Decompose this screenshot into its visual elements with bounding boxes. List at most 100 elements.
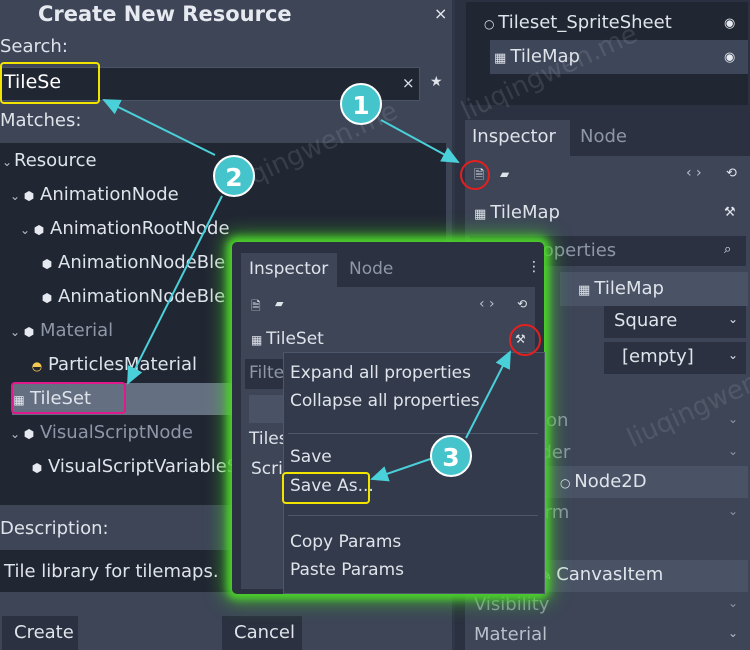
collapse-arrow-icon[interactable]: ⌄ xyxy=(20,223,31,237)
popup-tab-inspector[interactable]: Inspector xyxy=(249,259,329,279)
popup-object-name: ▦ TileSet xyxy=(251,329,324,349)
section-tilemap-header[interactable] xyxy=(560,272,748,306)
section-node2d-header[interactable] xyxy=(546,466,748,498)
resource-icon: ⬢ xyxy=(41,291,53,305)
section-tilemap-label: ▦ TileMap xyxy=(578,278,664,299)
scene-node-selected-bg xyxy=(490,40,748,74)
popup-filter-fragment: Filte xyxy=(249,363,285,383)
tree-item-animationrootnode[interactable]: ⌄⬢AnimationRootNode xyxy=(20,213,230,245)
menu-item-paste-params[interactable]: Paste Params xyxy=(290,560,405,580)
collapse-arrow-icon[interactable]: ⌄ xyxy=(10,325,21,339)
section-canvasitem-label: ✎ CanvasItem xyxy=(540,564,664,585)
open-folder-icon[interactable]: ▰ xyxy=(275,297,284,310)
tilemap-icon: ▦ xyxy=(494,51,511,66)
node-circle-icon: ○ xyxy=(560,476,575,490)
search-icon: ⌕ xyxy=(724,242,732,257)
mode-dropdown[interactable] xyxy=(604,306,746,338)
tileset-resource-picker[interactable] xyxy=(604,342,746,374)
mode-value: Square xyxy=(614,310,678,331)
tree-item-material[interactable]: ⌄⬢Material xyxy=(10,315,113,347)
resource-icon: ⬢ xyxy=(23,189,35,203)
object-menu-icon[interactable]: ⚒ xyxy=(724,205,736,220)
section-visibility[interactable]: Visibility xyxy=(474,594,550,615)
annotation-arrow-2b xyxy=(127,195,223,385)
scene-node-tilemap[interactable]: ▦ TileMap xyxy=(494,46,580,67)
popup-tab-node[interactable]: Node xyxy=(349,259,394,279)
popup-tab-inspector-bg xyxy=(241,253,337,287)
section-node2d-label: ○ Node2D xyxy=(560,471,647,492)
dialog-title: Create New Resource xyxy=(38,2,292,26)
new-resource-icon[interactable]: 🗎 xyxy=(251,299,261,313)
canvasitem-pencil-icon: ✎ xyxy=(540,568,557,584)
highlight-search-value xyxy=(0,62,100,104)
tree-item-resource[interactable]: ⌄Resource xyxy=(2,145,97,177)
tilemap-icon: ▦ xyxy=(474,207,491,222)
step-badge-1: 1 xyxy=(340,83,382,125)
history-nav-icon[interactable]: ‹ › xyxy=(686,165,702,181)
menu-item-save[interactable]: Save xyxy=(290,447,332,467)
annotation-arrow-3a xyxy=(370,456,437,482)
tileset-icon: ▦ xyxy=(13,393,25,407)
matches-label: Matches: xyxy=(0,110,82,131)
popup-row-fragment-script: Scri xyxy=(251,459,283,479)
visibility-eye-icon[interactable]: ◉ xyxy=(724,50,736,65)
search-input-value: TileSe xyxy=(4,71,62,93)
collapse-arrow-icon[interactable]: ⌄ xyxy=(10,427,21,441)
chevron-down-icon: ⌄ xyxy=(728,444,739,458)
inspector-object-name: ▦ TileMap xyxy=(474,202,560,223)
search-label: Search: xyxy=(0,36,68,57)
cancel-button[interactable]: Cancel xyxy=(222,616,302,650)
tree-item-animationnodeblend-1[interactable]: ⬢AnimationNodeBle xyxy=(40,247,225,279)
collapse-arrow-icon[interactable]: ⌄ xyxy=(2,155,13,169)
chevron-down-icon: ⌄ xyxy=(728,348,739,362)
tree-item-visualscriptnode[interactable]: ⌄⬢VisualScriptNode xyxy=(10,417,193,449)
menu-item-copy-params[interactable]: Copy Params xyxy=(290,532,402,552)
tab-inspector[interactable]: Inspector xyxy=(472,126,556,147)
tree-item-animationnode[interactable]: ⌄⬢AnimationNode xyxy=(10,179,179,211)
annotation-arrow-1 xyxy=(380,119,460,163)
clear-search-icon[interactable]: × xyxy=(402,74,415,92)
favorite-star-icon[interactable]: ★ xyxy=(430,74,443,90)
node-circle-icon: ○ xyxy=(484,17,499,31)
menu-item-expand-all[interactable]: Expand all properties xyxy=(290,363,471,383)
visibility-eye-icon[interactable]: ◉ xyxy=(724,16,736,31)
history-icon[interactable]: ⟲ xyxy=(726,166,737,181)
popup-row-fragment-tiles: Tiles xyxy=(249,429,288,449)
collapse-arrow-icon[interactable]: ⌄ xyxy=(10,189,21,203)
chevron-down-icon: ⌄ xyxy=(728,412,739,426)
history-icon[interactable]: ⟲ xyxy=(517,297,528,311)
property-fragment-on: on xyxy=(546,410,569,431)
chevron-down-icon: ⌄ xyxy=(728,312,739,326)
open-folder-icon[interactable]: ▰ xyxy=(500,167,510,181)
chevron-down-icon: ⌄ xyxy=(728,596,739,610)
menu-item-collapse-all[interactable]: Collapse all properties xyxy=(290,391,480,411)
tree-item-particlesmaterial[interactable]: ◓ParticlesMaterial xyxy=(30,349,197,381)
more-options-icon[interactable]: ⋮ xyxy=(527,259,539,275)
menu-item-save-as[interactable]: Save As... xyxy=(290,476,374,496)
tileset-value: [empty] xyxy=(622,346,694,367)
close-icon[interactable]: × xyxy=(434,4,448,23)
annotation-arrow-2a xyxy=(102,99,216,156)
resource-icon: ⬢ xyxy=(23,325,35,339)
section-material[interactable]: Material xyxy=(474,624,548,645)
chevron-down-icon: ⌄ xyxy=(728,504,739,518)
highlight-tileset-item xyxy=(11,382,126,414)
tab-inspector-bg xyxy=(465,120,570,156)
description-label: Description: xyxy=(0,518,109,539)
popup-filter-input[interactable] xyxy=(245,359,285,389)
create-button[interactable]: Create xyxy=(2,616,78,650)
highlight-save-as xyxy=(282,472,370,504)
tree-item-visualscriptvariable[interactable]: ⬢VisualScriptVariableS xyxy=(30,451,239,483)
tree-item-animationnodeblend-2[interactable]: ⬢AnimationNodeBle xyxy=(40,281,225,313)
highlight-new-resource-button xyxy=(460,160,490,190)
history-nav-icon[interactable]: ‹ › xyxy=(479,296,495,312)
step-badge-3: 3 xyxy=(430,435,472,477)
particles-material-icon: ◓ xyxy=(31,359,43,373)
scene-node-tileset-spritesheet[interactable]: ○ Tileset_SpriteSheet xyxy=(484,12,672,33)
annotation-arrow-3b xyxy=(465,350,511,439)
description-text: Tile library for tilemaps. xyxy=(4,561,219,582)
resource-icon: ⬢ xyxy=(41,257,53,271)
tab-node[interactable]: Node xyxy=(580,126,627,147)
resource-icon: ⬢ xyxy=(31,461,43,475)
